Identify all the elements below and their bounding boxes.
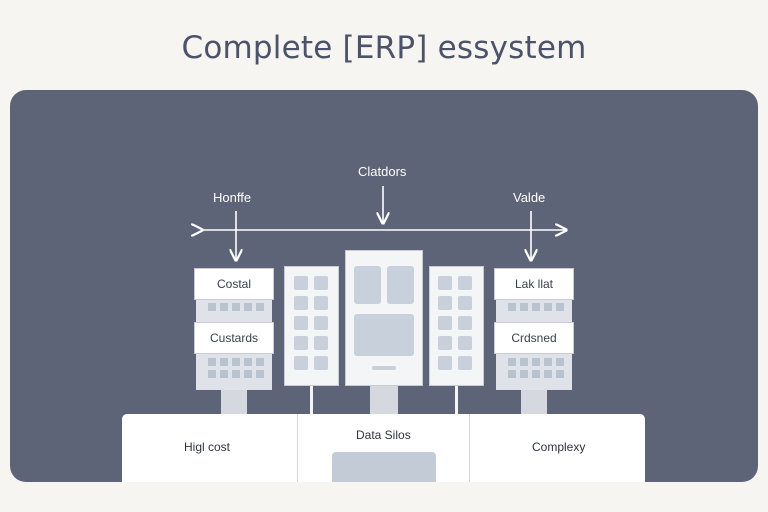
right-label: Valde xyxy=(513,190,546,205)
left-box-top: Costal xyxy=(194,268,274,300)
connector-lines xyxy=(10,186,758,482)
left-label: Honffe xyxy=(213,190,252,205)
server-tower-left xyxy=(284,266,339,386)
left-box-bottom: Custards xyxy=(194,322,274,354)
right-box-top: Lak llat xyxy=(494,268,574,300)
right-box-bottom: Crdsned xyxy=(494,322,574,354)
data-silos-block xyxy=(332,452,436,482)
diagram-panel: Clatdors Honffe Valde Costal Custards La… xyxy=(10,90,758,482)
base-section-silos: Data Silos xyxy=(298,414,470,482)
diagram-title: Complete [ERP] essystem xyxy=(181,30,587,66)
base-label-complexity: Complexy xyxy=(532,440,586,454)
base-section-cost: Higl cost xyxy=(122,414,298,482)
base-section-complexity: Complexy xyxy=(470,414,645,482)
top-label: Clatdors xyxy=(358,164,407,179)
base-platform: Higl cost Data Silos Complexy xyxy=(122,414,645,482)
base-label-cost: Higl cost xyxy=(184,440,231,454)
base-label-silos: Data Silos xyxy=(356,428,411,442)
